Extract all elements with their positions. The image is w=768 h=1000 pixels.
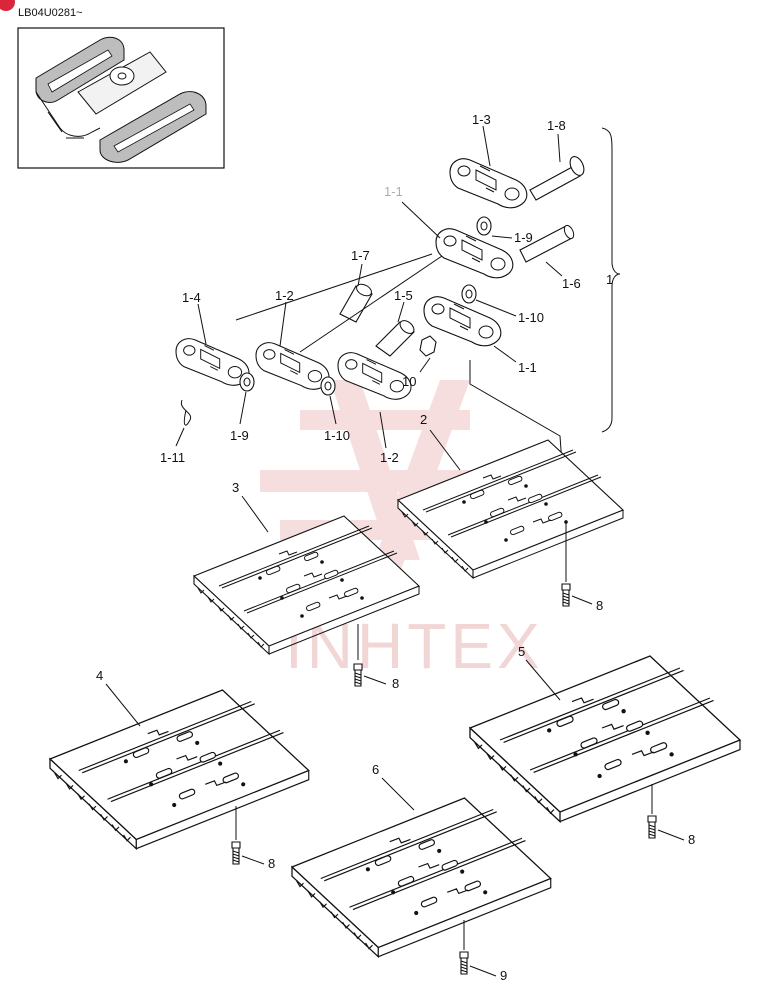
label-1-2-left: 1-2 [275,288,294,303]
bolt-9 [459,920,497,977]
watermark: INHTEX [260,380,540,682]
label-1-5: 1-5 [394,288,413,303]
drawing-code: LB04U0281~ [18,7,83,19]
label-1-1-top: 1-1 [384,184,403,199]
label-1-8: 1-8 [547,118,566,133]
label-1-9-left: 1-9 [230,428,249,443]
label-1-10-right: 1-10 [518,310,544,325]
inset-track-illustration [17,27,225,169]
label-3: 3 [232,480,239,495]
label-6: 6 [372,762,379,777]
bolt-8-c [231,806,265,865]
label-8-d: 8 [688,832,695,847]
group-bracket [601,127,621,433]
label-1-4: 1-4 [182,290,201,305]
label-1-2-right: 1-2 [380,450,399,465]
label-8-c: 8 [268,856,275,871]
label-1-11: 1-11 [160,450,185,465]
label-1-10-left: 1-10 [324,428,350,443]
label-4: 4 [96,668,103,683]
label-1-6: 1-6 [562,276,581,291]
label-5: 5 [518,644,525,659]
label-8-b: 8 [392,676,399,691]
label-8-a: 8 [596,598,603,613]
label-1: 1 [606,272,613,287]
track-shoe-4 [49,689,310,850]
callout-labels: 1-3 1-8 1-1 1-9 1-6 1 1-7 1-4 1-2 1-5 1-… [96,112,695,983]
label-9: 9 [500,968,507,983]
link-parts [175,156,585,426]
label-2: 2 [420,412,427,427]
bolt-8-a [561,520,593,607]
corner-badge [0,0,15,11]
label-1-3: 1-3 [472,112,491,127]
label-1-1: 1-1 [518,360,537,375]
bolt-8-d [647,784,685,841]
track-shoe-6 [291,797,552,958]
bolt-8-b [353,624,387,687]
label-1-7: 1-7 [351,248,370,263]
label-10: 10 [402,374,416,389]
label-1-9-top: 1-9 [514,230,533,245]
